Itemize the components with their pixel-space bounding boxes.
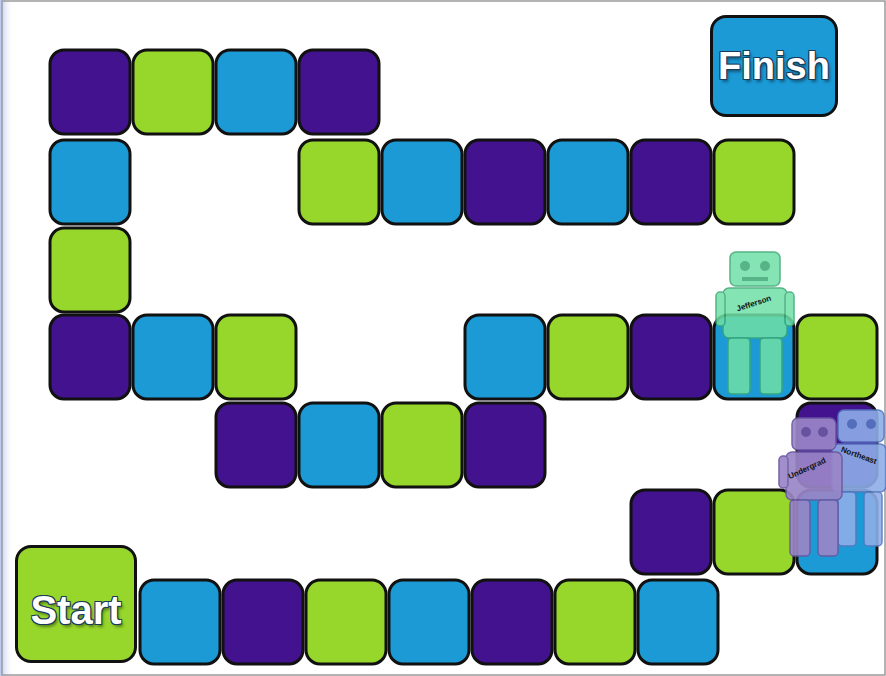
board-square xyxy=(548,315,628,399)
finish-space: Finish xyxy=(710,15,838,117)
board-square xyxy=(216,315,296,399)
board-square xyxy=(299,403,379,487)
board-square xyxy=(714,140,794,224)
board-square xyxy=(50,228,130,312)
board-square xyxy=(216,50,296,134)
board-square xyxy=(714,490,794,574)
board-square xyxy=(382,403,462,487)
board-square xyxy=(797,315,877,399)
board-square xyxy=(306,580,386,664)
robot-undergrad xyxy=(779,418,842,556)
board-square xyxy=(50,50,130,134)
board-square xyxy=(389,580,469,664)
board-squares xyxy=(50,50,877,664)
board-square xyxy=(223,580,303,664)
board-square xyxy=(299,50,379,134)
start-space: Start xyxy=(15,545,137,663)
space-label: Finish xyxy=(718,47,830,85)
board-square xyxy=(465,140,545,224)
board-square xyxy=(472,580,552,664)
board-square xyxy=(50,315,130,399)
space-label: Start xyxy=(30,590,121,630)
board-square xyxy=(631,140,711,224)
board-square xyxy=(133,315,213,399)
board-square xyxy=(50,140,130,224)
board-square xyxy=(638,580,718,664)
board-square xyxy=(465,315,545,399)
board-square xyxy=(299,140,379,224)
board-square xyxy=(555,580,635,664)
board-square xyxy=(133,50,213,134)
board-square xyxy=(382,140,462,224)
board-square xyxy=(216,403,296,487)
board-square xyxy=(465,403,545,487)
board-square xyxy=(140,580,220,664)
board-square xyxy=(631,315,711,399)
board-square xyxy=(548,140,628,224)
board-square xyxy=(631,490,711,574)
robot-jefferson xyxy=(716,252,794,394)
